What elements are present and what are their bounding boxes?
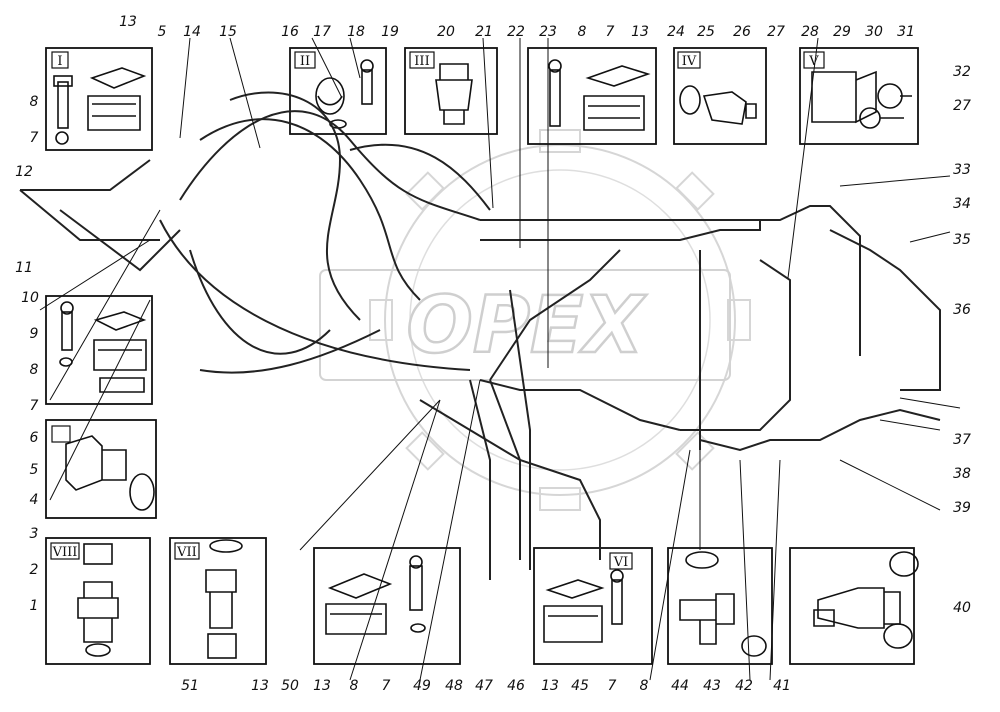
callout-50: 50	[281, 678, 299, 694]
callout-27-top: 27	[767, 24, 785, 40]
callout-19: 19	[381, 24, 399, 40]
callout-36: 36	[953, 302, 971, 318]
callout-39: 39	[953, 500, 971, 516]
callout-35: 35	[953, 232, 971, 248]
roman-V: V	[808, 54, 819, 69]
callout-8-bottom-b: 8	[640, 678, 649, 694]
roman-II: II	[300, 54, 310, 69]
callout-48: 48	[445, 678, 463, 694]
callout-14: 14	[183, 24, 201, 40]
detail-box-VII	[169, 537, 267, 665]
callout-30: 30	[865, 24, 883, 40]
callout-8-box-I: 8	[30, 94, 39, 110]
callout-32: 32	[953, 64, 971, 80]
callout-13-center-top: 13	[631, 24, 649, 40]
callout-27-right: 27	[953, 98, 971, 114]
callout-13-bottom-a: 13	[251, 678, 269, 694]
callout-38: 38	[953, 466, 971, 482]
callout-12: 12	[15, 164, 33, 180]
callout-44: 44	[671, 678, 689, 694]
callout-labels: 1 2 3 4 5 6 7 8 9 10 11 12 13 14 15 16 1…	[15, 14, 971, 694]
callout-7-bottom-b: 7	[608, 678, 617, 694]
detail-box-VIII	[45, 537, 151, 665]
callout-23: 23	[539, 24, 557, 40]
detail-box-II	[289, 47, 387, 135]
detail-box-III	[404, 47, 498, 135]
leader-lines	[39, 37, 961, 681]
roman-III: III	[414, 54, 429, 69]
callout-46: 46	[507, 678, 525, 694]
callout-22: 22	[507, 24, 525, 40]
callout-3: 3	[30, 526, 39, 542]
callout-29: 29	[833, 24, 851, 40]
callout-11: 11	[15, 260, 33, 276]
callout-7-left-low: 7	[30, 398, 39, 414]
callout-1: 1	[30, 598, 39, 614]
callout-10: 10	[21, 290, 39, 306]
callout-21: 21	[475, 24, 493, 40]
callout-7-box-I: 7	[30, 130, 39, 146]
callout-15: 15	[219, 24, 237, 40]
callout-13-bottom-b: 13	[313, 678, 331, 694]
callout-49: 49	[413, 678, 431, 694]
callout-34: 34	[953, 196, 971, 212]
detail-box-bottom-13	[313, 547, 461, 665]
callout-18: 18	[347, 24, 365, 40]
callout-7-bottom: 7	[382, 678, 391, 694]
callout-20: 20	[437, 24, 455, 40]
callout-8-bottom: 8	[350, 678, 359, 694]
callout-41: 41	[773, 678, 791, 694]
detail-box-center-top	[527, 47, 657, 145]
callout-26: 26	[733, 24, 751, 40]
callout-40: 40	[953, 600, 971, 616]
detail-box-IV	[673, 47, 767, 145]
callout-31: 31	[897, 24, 915, 40]
roman-IV: IV	[682, 54, 697, 69]
detail-box-left-low	[45, 419, 157, 519]
roman-labels: I II III IV V VI VII VIII	[50, 51, 825, 570]
callout-8-left-mid: 8	[30, 362, 39, 378]
callout-9: 9	[30, 326, 39, 342]
callout-5: 5	[30, 462, 39, 478]
callout-7-center-top: 7	[606, 24, 615, 40]
detail-box-40	[789, 547, 915, 665]
roman-VI: VI	[613, 555, 629, 570]
callout-4: 4	[30, 492, 39, 508]
callout-5-top: 5	[158, 24, 167, 40]
part-illustrations	[53, 59, 919, 659]
callout-28: 28	[801, 24, 819, 40]
detail-box-VI	[533, 547, 653, 665]
callout-37: 37	[953, 432, 971, 448]
callout-17: 17	[313, 24, 331, 40]
callout-13-top: 13	[119, 14, 137, 30]
callout-47: 47	[475, 678, 493, 694]
detail-box-left-mid	[45, 295, 153, 405]
callout-51: 51	[181, 678, 199, 694]
callout-6: 6	[30, 430, 39, 446]
callout-43: 43	[703, 678, 721, 694]
callout-25: 25	[697, 24, 715, 40]
pipe-network	[19, 91, 941, 580]
detail-box-I	[45, 47, 153, 151]
roman-VIII: VIII	[52, 545, 78, 560]
callout-45: 45	[571, 678, 589, 694]
watermark-logo: OPEX	[319, 129, 751, 511]
callout-16: 16	[281, 24, 299, 40]
callout-13-bottom-c: 13	[541, 678, 559, 694]
roman-I: I	[57, 54, 62, 69]
callout-24: 24	[667, 24, 685, 40]
detail-box-tee	[667, 547, 773, 665]
callout-33: 33	[953, 162, 971, 178]
callout-2: 2	[30, 562, 39, 578]
detail-box-V	[799, 47, 919, 145]
detail-boxes	[45, 47, 919, 665]
callout-8-center-top: 8	[578, 24, 587, 40]
callout-42: 42	[735, 678, 753, 694]
roman-VII: VII	[176, 545, 197, 560]
